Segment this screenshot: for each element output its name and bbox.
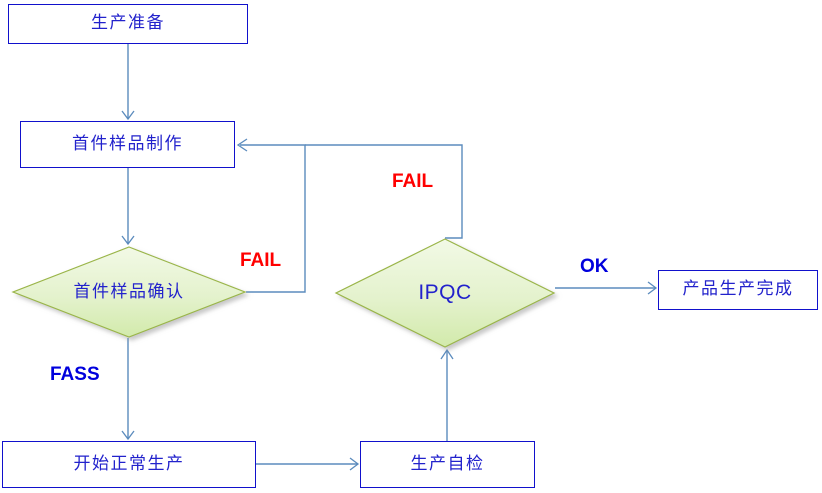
node-done-label: 产品生产完成 [682, 279, 794, 300]
node-ipqc[interactable]: IPQC [334, 238, 556, 348]
node-prep-label: 生产准备 [91, 13, 165, 34]
node-massprod[interactable]: 开始正常生产 [2, 441, 256, 488]
edge-label-fass-confirm: FASS [50, 364, 100, 385]
node-sample-label: 首件样品制作 [72, 133, 183, 154]
edge-label-fail-ipqc: FAIL [392, 171, 434, 192]
node-prep[interactable]: 生产准备 [8, 4, 248, 44]
node-selfcheck[interactable]: 生产自检 [360, 441, 535, 488]
node-done[interactable]: 产品生产完成 [658, 270, 818, 310]
node-confirm[interactable]: 首件样品确认 [11, 246, 247, 338]
node-selfcheck-label: 生产自检 [410, 453, 485, 474]
node-massprod-label: 开始正常生产 [73, 453, 185, 474]
node-sample[interactable]: 首件样品制作 [20, 121, 235, 168]
edge-label-fail-confirm: FAIL [240, 250, 282, 271]
ipqc-diamond-shape [334, 238, 556, 348]
confirm-diamond-shape [11, 246, 247, 338]
edge-ipqc-fail-to-sample [305, 144, 463, 239]
edge-label-ok-ipqc: OK [580, 256, 609, 277]
